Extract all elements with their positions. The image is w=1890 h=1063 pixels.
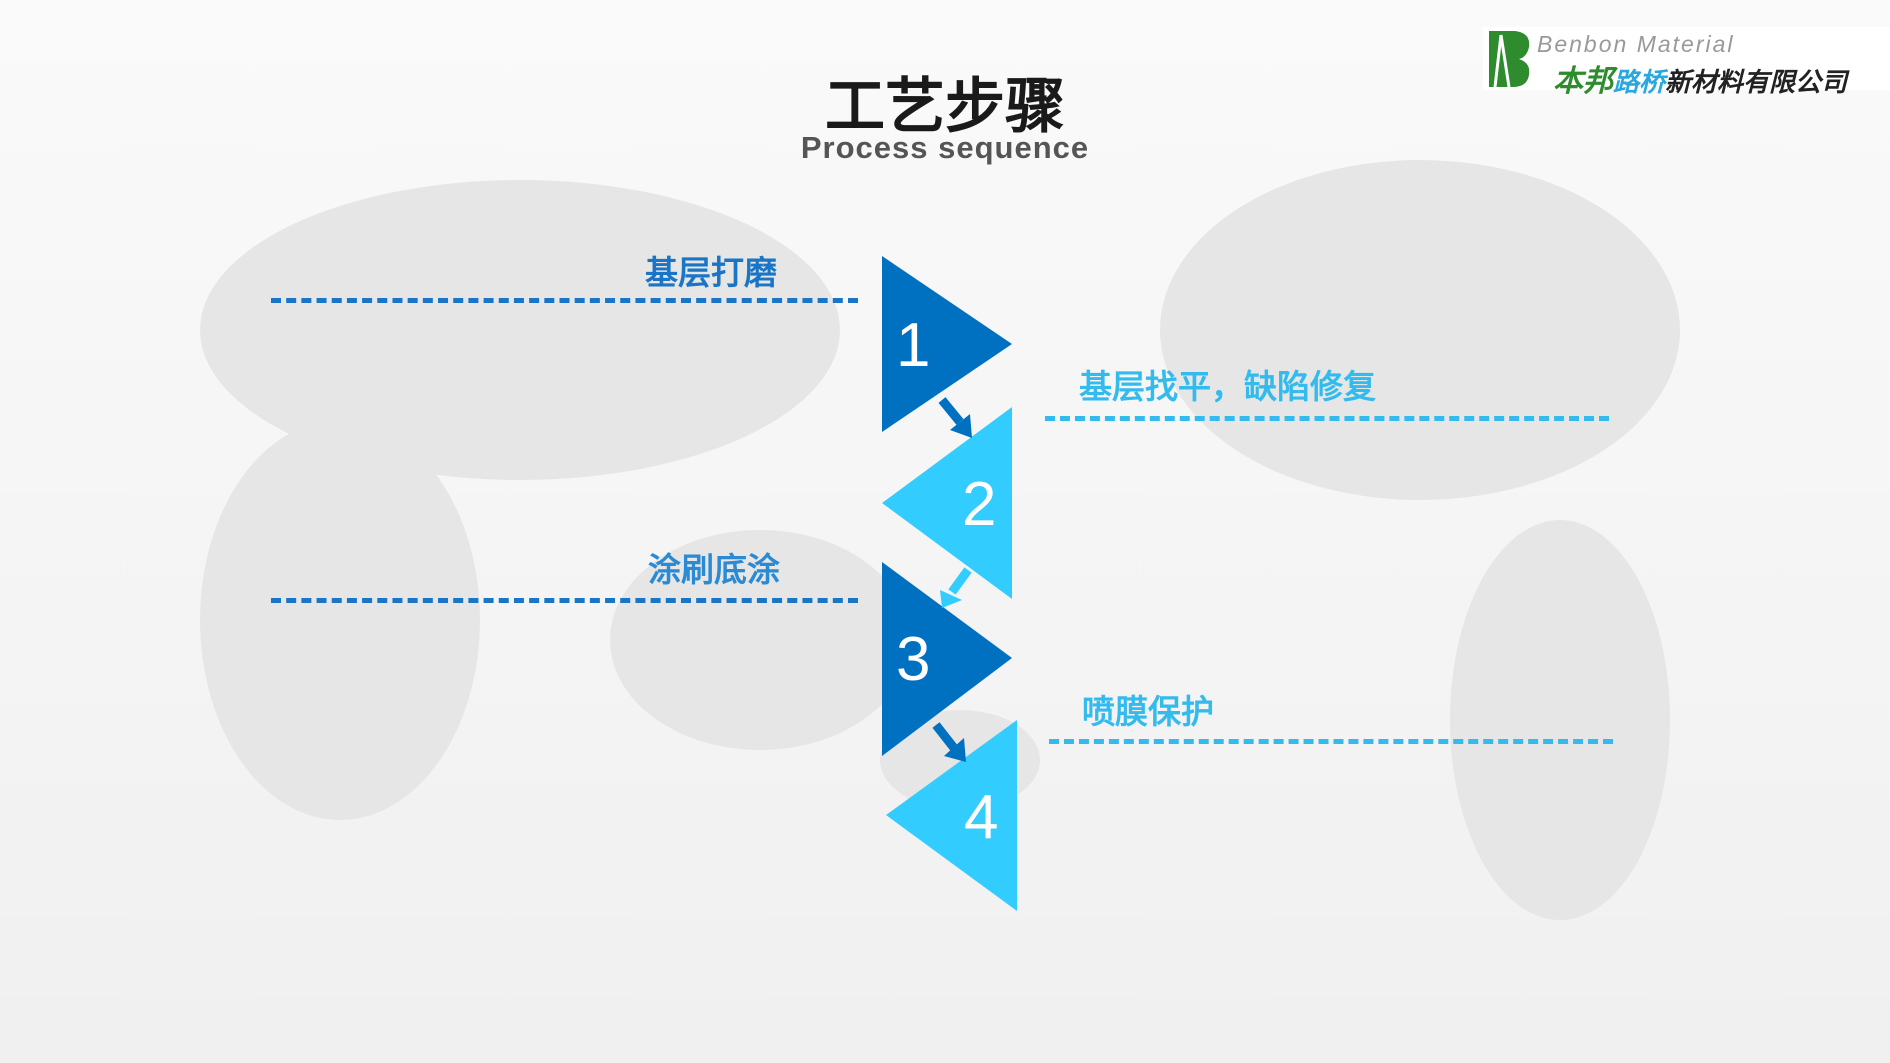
step-2-divider (1045, 416, 1609, 421)
step-3-triangle (882, 562, 1012, 756)
logo-chinese: 本邦路桥新材料有限公司 (1553, 64, 1848, 99)
arrow-3-4-icon (932, 722, 966, 762)
company-logo: Benbon Material 本邦路桥新材料有限公司 (1483, 27, 1890, 99)
step-2-number: 2 (962, 470, 996, 539)
step-4-triangle (886, 720, 1017, 911)
arrow-2-3-icon (940, 567, 972, 608)
arrow-1-2-icon (938, 397, 972, 438)
page-title: 工艺步骤 (825, 72, 1065, 142)
step-3-label: 涂刷底涂 (648, 550, 780, 589)
logo-english: Benbon Material (1537, 31, 1735, 57)
step-1-label: 基层打磨 (645, 253, 777, 292)
step-3-number: 3 (896, 625, 930, 694)
step-1-number: 1 (896, 311, 930, 380)
step-4-divider (1049, 739, 1613, 744)
page-subtitle: Process sequence (800, 130, 1090, 165)
step-1-triangle (882, 256, 1012, 432)
logo-mark-icon (1489, 31, 1530, 88)
step-2-label: 基层找平，缺陷修复 (1079, 367, 1376, 406)
step-4-label: 喷膜保护 (1082, 692, 1214, 731)
step-4-number: 4 (964, 783, 998, 852)
step-3-divider (271, 598, 858, 603)
step-1-divider (271, 298, 858, 303)
step-2-triangle (882, 407, 1012, 599)
